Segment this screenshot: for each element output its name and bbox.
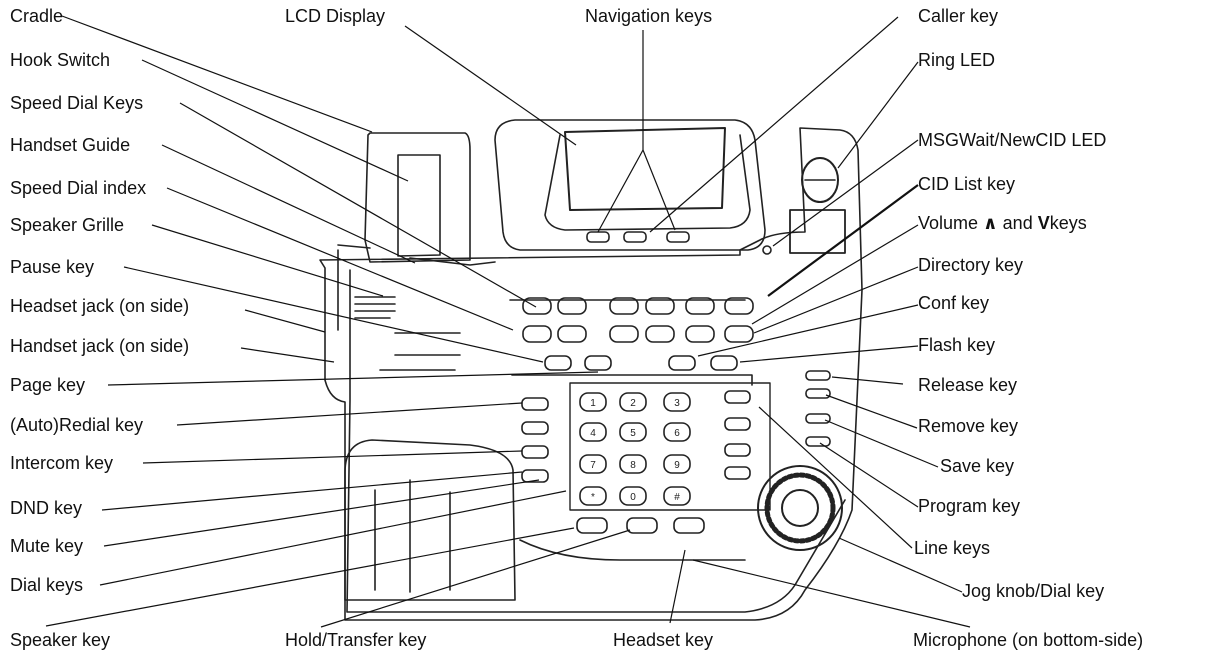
lcd-screen [564,127,726,211]
label-speaker-grille: Speaker Grille [10,215,125,235]
label-handset-jack: Handset jack (on side) [10,336,190,356]
leader-lines [45,15,971,628]
dial-keys [579,392,691,506]
label-handset-guide: Handset Guide [10,135,131,155]
label-cradle: Cradle [10,6,64,26]
label-msgwait-led: MSGWait/NewCID LED [918,130,1107,150]
label-page-key: Page key [10,375,86,395]
label-volume-keys: Volume ∧ and Vkeys [918,213,1087,233]
left-function-keys [521,397,549,483]
label-microphone: Microphone (on bottom-side) [913,630,1144,650]
volume-up-symbol: ∧ [983,213,998,233]
label-speaker-key: Speaker key [10,630,111,650]
label-release-key: Release key [918,375,1018,395]
keypad-digit: 3 [674,398,680,409]
label-hook-switch: Hook Switch [10,50,111,70]
handset-guide [397,154,441,257]
label-remove-key: Remove key [918,416,1019,436]
lcd-housing [494,119,766,251]
label-headset-jack: Headset jack (on side) [10,296,190,316]
jog-knob [757,465,843,551]
speaker-grille [354,296,461,371]
cradle [364,132,471,263]
volume-and: and [997,213,1038,233]
line-keys [724,390,751,480]
label-lcd-display: LCD Display [285,6,386,26]
label-hold-transfer-key: Hold/Transfer key [285,630,427,650]
label-auto-redial-key: (Auto)Redial key [10,415,144,435]
label-pause-key: Pause key [10,257,95,277]
label-conf-key: Conf key [918,293,990,313]
phone-base-outline [319,127,863,621]
msgwait-led [762,245,772,255]
handset-rest [344,439,516,601]
speed-dial-keys [522,297,754,343]
label-mute-key: Mute key [10,536,84,556]
phone-base-inner [346,269,846,613]
keypad-digit: 8 [630,460,636,471]
keypad-digit: 2 [630,398,636,409]
keypad-digit: 6 [674,428,680,439]
label-line-keys: Line keys [914,538,991,558]
label-navigation-keys: Navigation keys [585,6,713,26]
keypad-frame [569,382,771,511]
label-dial-keys: Dial keys [10,575,84,595]
volume-prefix: Volume [918,213,984,233]
volume-suffix: keys [1049,213,1087,233]
keypad-digit: 4 [590,428,596,439]
label-flash-key: Flash key [918,335,996,355]
keypad-digit: 0 [630,492,636,503]
navigation-keys-group [586,231,690,243]
label-caller-key: Caller key [918,6,999,26]
label-headset-key: Headset key [613,630,714,650]
label-intercom-key: Intercom key [10,453,114,473]
label-cid-list-key: CID List key [918,174,1016,194]
label-program-key: Program key [918,496,1021,516]
right-side-keys [805,370,831,447]
keypad-digit: 9 [674,460,680,471]
keypad-digit: 7 [590,460,596,471]
keypad-digit: * [591,492,595,503]
label-speed-dial-keys: Speed Dial Keys [10,93,144,113]
volume-down-symbol: V [1037,213,1050,233]
keypad-digit: 5 [630,428,636,439]
label-directory-key: Directory key [918,255,1024,275]
keypad-digit: 1 [590,398,596,409]
label-save-key: Save key [940,456,1015,476]
label-dnd-key: DND key [10,498,83,518]
keypad-digit: # [674,492,680,503]
label-speed-dial-index: Speed Dial index [10,178,147,198]
label-jog-knob: Jog knob/Dial key [962,581,1105,601]
label-ring-led: Ring LED [918,50,996,70]
ring-led [801,157,839,203]
